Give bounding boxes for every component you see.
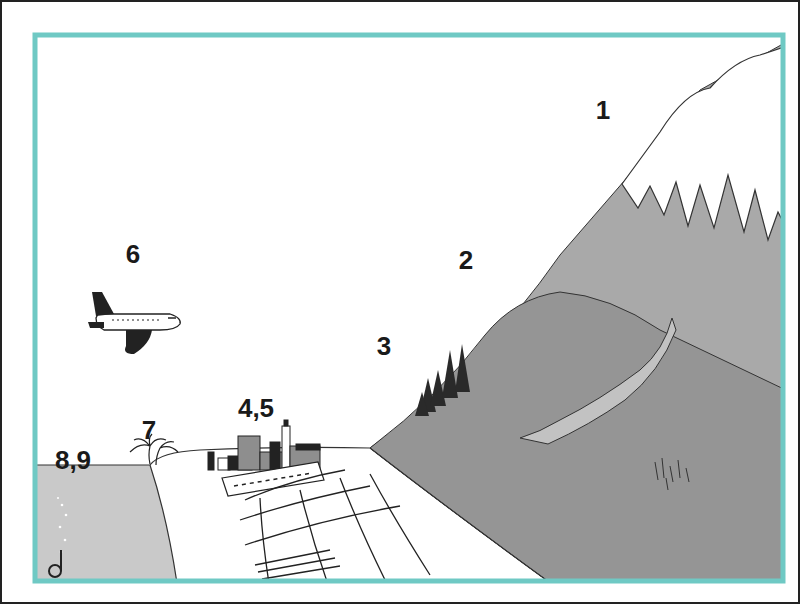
snow-cap (622, 45, 783, 240)
city (208, 420, 320, 470)
callout-number: 1 (596, 97, 610, 123)
snorkel-icon (49, 550, 61, 577)
foothill-edge (370, 448, 560, 581)
callout-number: 4,5 (238, 395, 274, 421)
runway (222, 462, 324, 496)
mountain (370, 40, 783, 581)
trees (415, 344, 470, 416)
fields (240, 470, 430, 581)
callout-number: 2 (459, 247, 473, 273)
bubbles (57, 497, 67, 553)
sea (35, 465, 178, 581)
callout-number: 3 (377, 333, 391, 359)
teal-frame (35, 35, 783, 581)
grass (655, 458, 689, 490)
callout-number: 6 (126, 241, 140, 267)
shore (150, 465, 178, 581)
ridge (370, 292, 783, 581)
callout-number: 8,9 (55, 447, 91, 473)
callout-number: 7 (142, 417, 156, 443)
airplane (88, 292, 180, 354)
glacier (520, 318, 676, 444)
